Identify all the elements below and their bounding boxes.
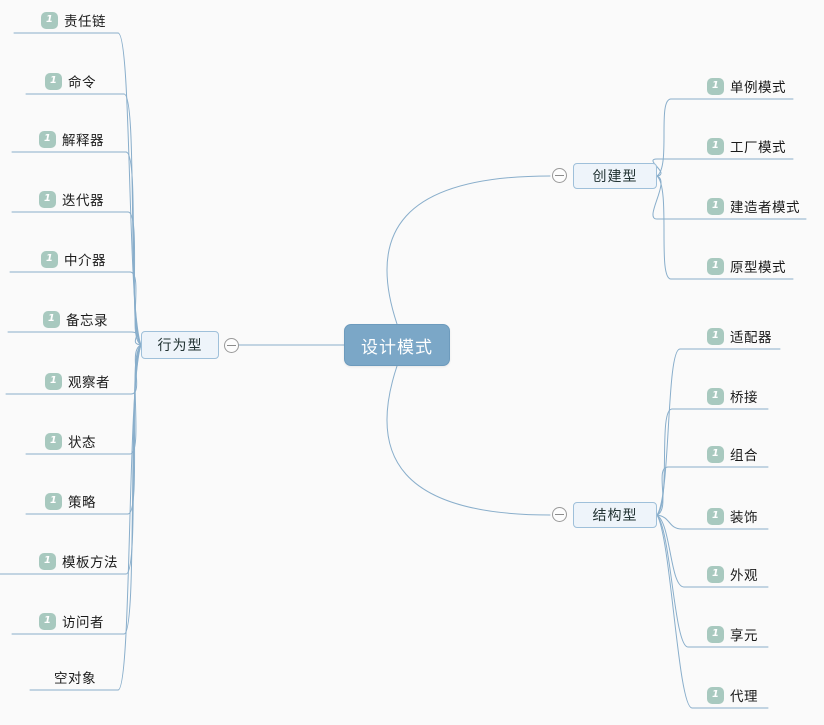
priority-badge-icon: 1 [45,372,62,390]
leaf-node-label: 迭代器 [62,193,104,209]
leaf-node[interactable]: 1 代理 [707,684,758,706]
leaf-node-label: 模板方法 [62,555,118,571]
leaf-node-label: 状态 [68,435,96,451]
priority-badge-icon: 1 [39,612,56,630]
leaf-node[interactable]: 1 中介器 [41,248,106,270]
priority-badge-icon: 1 [707,686,724,704]
leaf-node-label: 享元 [730,628,758,644]
leaf-node-label: 桥接 [730,390,758,406]
leaf-node[interactable]: 1 命令 [45,70,96,92]
leaf-node-label: 装饰 [730,510,758,526]
leaf-node-label: 解释器 [62,133,104,149]
leaf-node-label: 工厂模式 [730,140,786,156]
leaf-node-label: 外观 [730,568,758,584]
priority-badge-icon: 1 [707,137,724,155]
branch-node-label: 创建型 [592,169,638,185]
leaf-node-label: 观察者 [68,375,110,391]
root-node-design-patterns[interactable]: 设计模式 [344,324,450,366]
leaf-node[interactable]: 1 状态 [45,430,96,452]
priority-badge-icon: 1 [707,565,724,583]
priority-badge-icon: 1 [707,327,724,345]
priority-badge-icon: 1 [707,387,724,405]
branch-node-label: 结构型 [592,508,638,524]
priority-badge-icon: 1 [41,11,58,29]
leaf-node[interactable]: 1 桥接 [707,385,758,407]
priority-badge-icon: 1 [45,72,62,90]
priority-badge-icon: 1 [707,625,724,643]
leaf-node[interactable]: 1 组合 [707,443,758,465]
leaf-node[interactable]: 1 工厂模式 [707,135,786,157]
collapse-toggle-creational[interactable] [552,168,567,183]
priority-badge-icon: 1 [707,507,724,525]
priority-badge-icon: 1 [45,432,62,450]
priority-badge-icon: 1 [707,445,724,463]
leaf-node-label: 组合 [730,448,758,464]
branch-node-label: 行为型 [157,338,203,354]
root-node-label: 设计模式 [361,337,433,358]
leaf-node-label: 空对象 [54,671,96,687]
leaf-node[interactable]: 1 享元 [707,623,758,645]
leaf-node[interactable]: 1 备忘录 [43,308,108,330]
priority-badge-icon: 1 [39,130,56,148]
priority-badge-icon: 1 [41,250,58,268]
priority-badge-icon: 1 [39,552,56,570]
leaf-node[interactable]: 1 模板方法 [39,550,118,572]
leaf-node-label: 命令 [68,75,96,91]
leaf-node[interactable]: 1 装饰 [707,505,758,527]
leaf-node[interactable]: 1 外观 [707,563,758,585]
leaf-node-label: 建造者模式 [730,200,800,216]
leaf-node-label: 责任链 [64,14,106,30]
leaf-node-label: 适配器 [730,330,772,346]
priority-badge-icon: 1 [45,492,62,510]
branch-node-creational[interactable]: 创建型 [573,163,657,189]
leaf-node[interactable]: 1 责任链 [41,9,106,31]
collapse-toggle-structural[interactable] [552,507,567,522]
leaf-node[interactable]: 1 单例模式 [707,75,786,97]
leaf-node[interactable]: 空对象 [54,666,96,688]
leaf-node-label: 备忘录 [66,313,108,329]
branch-node-structural[interactable]: 结构型 [573,502,657,528]
leaf-node-label: 中介器 [64,253,106,269]
leaf-node-label: 访问者 [62,615,104,631]
collapse-toggle-behavioral[interactable] [224,338,239,353]
priority-badge-icon: 1 [43,310,60,328]
leaf-node[interactable]: 1 原型模式 [707,255,786,277]
priority-badge-icon: 1 [707,77,724,95]
priority-badge-icon: 1 [39,190,56,208]
priority-badge-icon: 1 [707,257,724,275]
leaf-node[interactable]: 1 适配器 [707,325,772,347]
leaf-node[interactable]: 1 建造者模式 [707,195,800,217]
leaf-node-label: 策略 [68,495,96,511]
priority-badge-icon: 1 [707,197,724,215]
leaf-node[interactable]: 1 访问者 [39,610,104,632]
leaf-node-label: 单例模式 [730,80,786,96]
leaf-node[interactable]: 1 策略 [45,490,96,512]
branch-node-behavioral[interactable]: 行为型 [141,331,219,359]
leaf-node[interactable]: 1 迭代器 [39,188,104,210]
leaf-node-label: 代理 [730,689,758,705]
leaf-node[interactable]: 1 解释器 [39,128,104,150]
leaf-node-label: 原型模式 [730,260,786,276]
leaf-node[interactable]: 1 观察者 [45,370,110,392]
